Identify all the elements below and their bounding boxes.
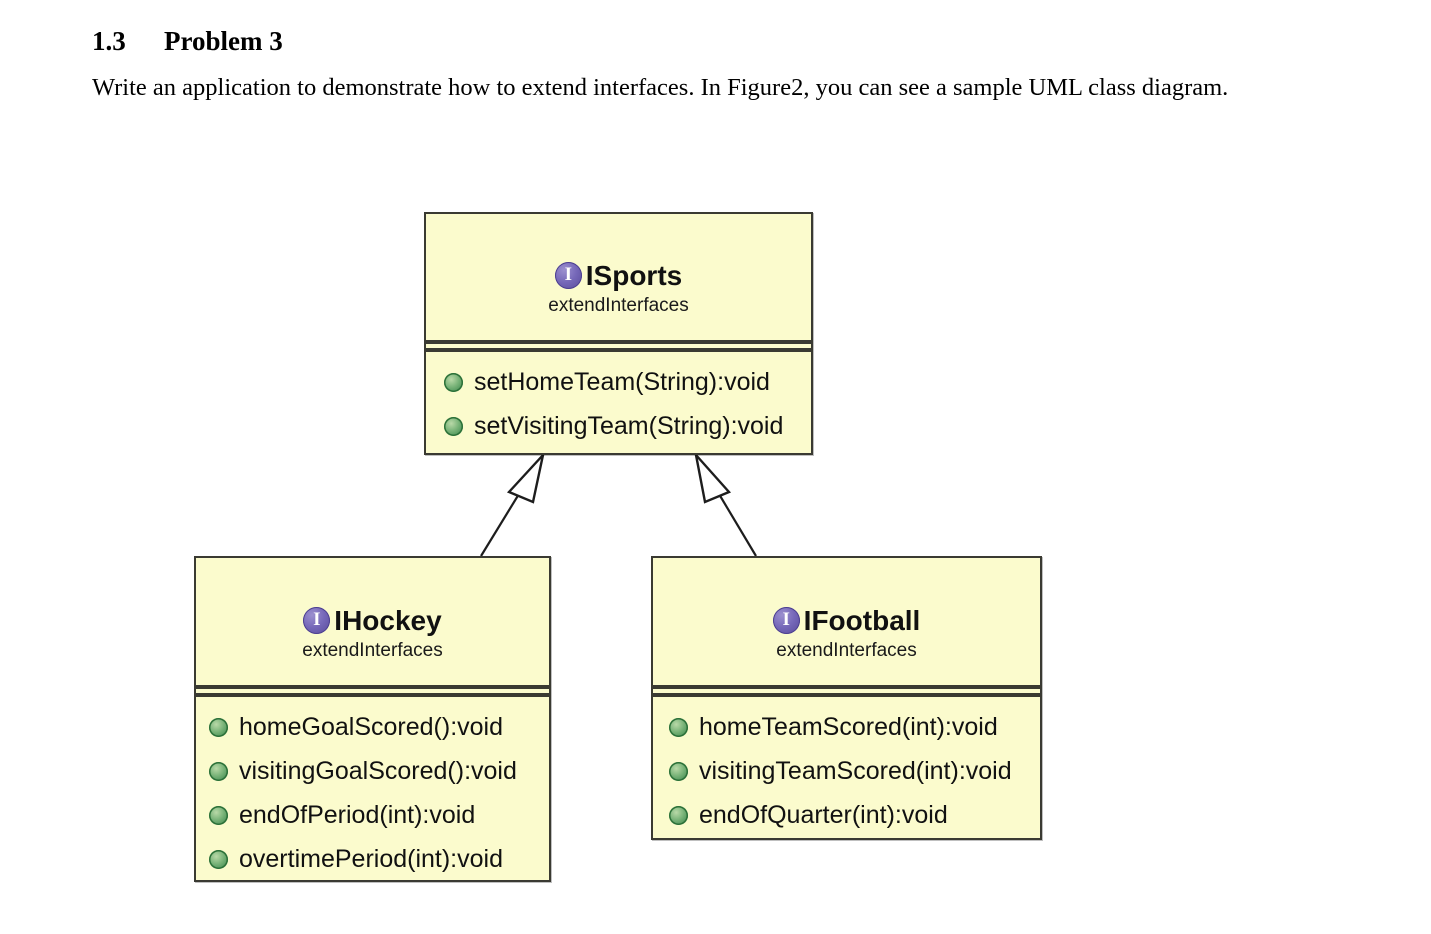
- compartment-divider-gap: [196, 689, 549, 693]
- arrowhead-ihockey: [506, 450, 546, 504]
- member-row[interactable]: setVisitingTeam(String):void: [444, 404, 811, 448]
- compartment-divider-2: [196, 693, 549, 697]
- class-box-ifootball[interactable]: I IFootball extendInterfaces homeTeamSco…: [651, 556, 1042, 840]
- class-title-ifootball: I IFootball: [653, 606, 1040, 636]
- heading-number: 1.3: [92, 26, 126, 56]
- member-row[interactable]: homeGoalScored():void: [209, 705, 549, 749]
- members-list-isports: setHomeTeam(String):void setVisitingTeam…: [426, 352, 811, 456]
- interface-icon-glyph: I: [564, 263, 572, 285]
- edge-ihockey-to-isports: [480, 488, 523, 557]
- member-signature: setVisitingTeam(String):void: [474, 412, 784, 440]
- public-method-icon: [444, 416, 463, 436]
- class-box-isports[interactable]: I ISports extendInterfaces setHomeTeam(S…: [424, 212, 813, 455]
- members-list-ihockey: homeGoalScored():void visitingGoalScored…: [196, 697, 549, 889]
- compartment-divider: [196, 685, 549, 689]
- compartment-divider-gap: [426, 344, 811, 348]
- page-title: 1.3 Problem 3: [92, 24, 1362, 58]
- member-row[interactable]: overtimePeriod(int):void: [209, 837, 549, 881]
- arrowhead-ifootball: [694, 450, 732, 504]
- heading-title: Problem 3: [164, 26, 283, 56]
- member-row[interactable]: visitingTeamScored(int):void: [669, 749, 1040, 793]
- member-signature: visitingTeamScored(int):void: [699, 757, 1012, 785]
- public-method-icon: [209, 805, 228, 825]
- class-stereotype-ifootball: extendInterfaces: [776, 640, 917, 661]
- compartment-divider-2: [426, 348, 811, 352]
- interface-icon: I: [303, 606, 331, 634]
- member-signature: homeTeamScored(int):void: [699, 713, 998, 741]
- compartment-divider-gap: [653, 689, 1040, 693]
- class-stereotype-isports: extendInterfaces: [548, 295, 689, 316]
- problem-description: Write an application to demonstrate how …: [92, 74, 1229, 101]
- public-method-icon: [669, 761, 688, 781]
- interface-icon: I: [772, 606, 800, 634]
- member-row[interactable]: endOfQuarter(int):void: [669, 793, 1040, 837]
- interface-icon-glyph: I: [782, 608, 790, 630]
- class-name-label: IHockey: [334, 605, 442, 636]
- class-title-isports: I ISports: [426, 261, 811, 291]
- member-row[interactable]: visitingGoalScored():void: [209, 749, 549, 793]
- public-method-icon: [209, 717, 228, 737]
- compartment-divider: [653, 685, 1040, 689]
- member-row[interactable]: setHomeTeam(String):void: [444, 360, 811, 404]
- member-row[interactable]: endOfPeriod(int):void: [209, 793, 549, 837]
- public-method-icon: [209, 849, 228, 869]
- members-list-ifootball: homeTeamScored(int):void visitingTeamSco…: [653, 697, 1040, 845]
- public-method-icon: [669, 717, 688, 737]
- compartment-divider-2: [653, 693, 1040, 697]
- class-stereotype-ihockey: extendInterfaces: [302, 640, 443, 661]
- interface-icon: I: [554, 261, 582, 289]
- member-signature: setHomeTeam(String):void: [474, 368, 770, 396]
- public-method-icon: [444, 372, 463, 392]
- public-method-icon: [209, 761, 228, 781]
- class-header-ihockey: I IHockey extendInterfaces: [196, 558, 549, 685]
- problem-text-block: 1.3 Problem 3 Write an application to dem…: [92, 24, 1362, 103]
- public-method-icon: [669, 805, 688, 825]
- class-name-label: ISports: [585, 260, 683, 291]
- member-signature: endOfPeriod(int):void: [239, 801, 476, 829]
- member-signature: visitingGoalScored():void: [239, 757, 517, 785]
- member-row[interactable]: homeTeamScored(int):void: [669, 705, 1040, 749]
- compartment-divider: [426, 340, 811, 344]
- interface-icon-glyph: I: [313, 608, 321, 630]
- member-signature: overtimePeriod(int):void: [239, 845, 503, 873]
- member-signature: homeGoalScored():void: [239, 713, 504, 741]
- class-box-ihockey[interactable]: I IHockey extendInterfaces homeGoalScore…: [194, 556, 551, 882]
- edge-ifootball-to-isports: [715, 488, 757, 557]
- class-name-label: IFootball: [803, 605, 921, 636]
- class-title-ihockey: I IHockey: [196, 606, 549, 636]
- class-header-ifootball: I IFootball extendInterfaces: [653, 558, 1040, 685]
- member-signature: endOfQuarter(int):void: [699, 801, 948, 829]
- class-header-isports: I ISports extendInterfaces: [426, 214, 811, 340]
